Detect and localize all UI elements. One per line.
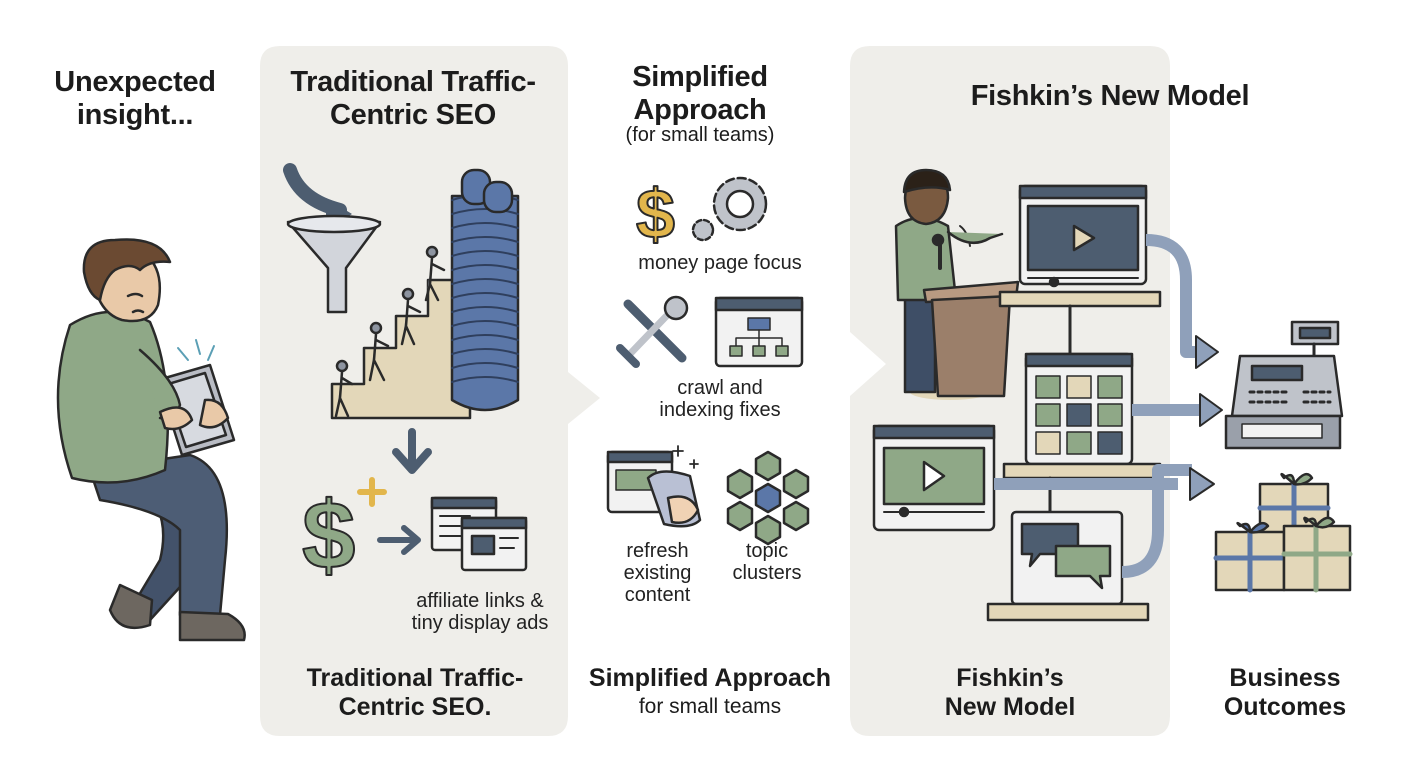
svg-text:$: $ (302, 482, 355, 589)
simplified-footer-title: Simplified Approach (588, 664, 832, 692)
topic-clusters-label: topic clusters (732, 540, 802, 584)
arrow-head (1189, 467, 1215, 501)
refresh-label: refresh existing content (623, 540, 692, 606)
simplified-footer-sub: for small teams (638, 695, 782, 718)
fishkin-footer: Fishkin’s New Model (944, 664, 1076, 721)
person-with-tablet-illustration (56, 238, 246, 642)
down-arrow-icon (392, 428, 432, 474)
arrow-head (1199, 393, 1223, 427)
fishkin-title: Fishkin’s New Model (970, 80, 1250, 112)
topic-clusters-icon (726, 450, 810, 546)
speaker-at-podium-illustration (894, 168, 1020, 400)
chain-links-stack-icon (450, 168, 520, 412)
svg-text:$: $ (636, 175, 675, 253)
insight-title: Unexpected insight... (54, 66, 216, 131)
money-gear-icon: $ (635, 174, 768, 254)
crawl-label: crawl and indexing fixes (659, 377, 781, 421)
dollar-plus-icon: $ (301, 477, 421, 590)
funnel-icon (283, 163, 382, 314)
traditional-footer: Traditional Traffic-Centric SEO. (306, 664, 524, 721)
sitemap-window-icon (714, 296, 804, 368)
refresh-content-icon (606, 445, 702, 528)
outcomes-footer: Business Outcomes (1223, 664, 1347, 721)
money-page-label: money page focus (638, 252, 802, 274)
flow-arrows (994, 234, 1200, 578)
cash-register-icon (1224, 320, 1344, 450)
gift-boxes-icon (1213, 472, 1353, 593)
simplified-subtitle: (for small teams) (625, 124, 775, 146)
stairs-icon (330, 245, 472, 420)
affiliate-label: affiliate links & tiny display ads (411, 590, 549, 634)
traditional-title: Traditional Traffic-Centric SEO (290, 66, 536, 131)
affiliate-pages-icon (430, 496, 528, 572)
simplified-title: Simplified Approach (632, 61, 768, 126)
tools-icon (616, 295, 689, 368)
arrow-head (1195, 335, 1219, 369)
content-shelves-illustration (872, 184, 1162, 622)
